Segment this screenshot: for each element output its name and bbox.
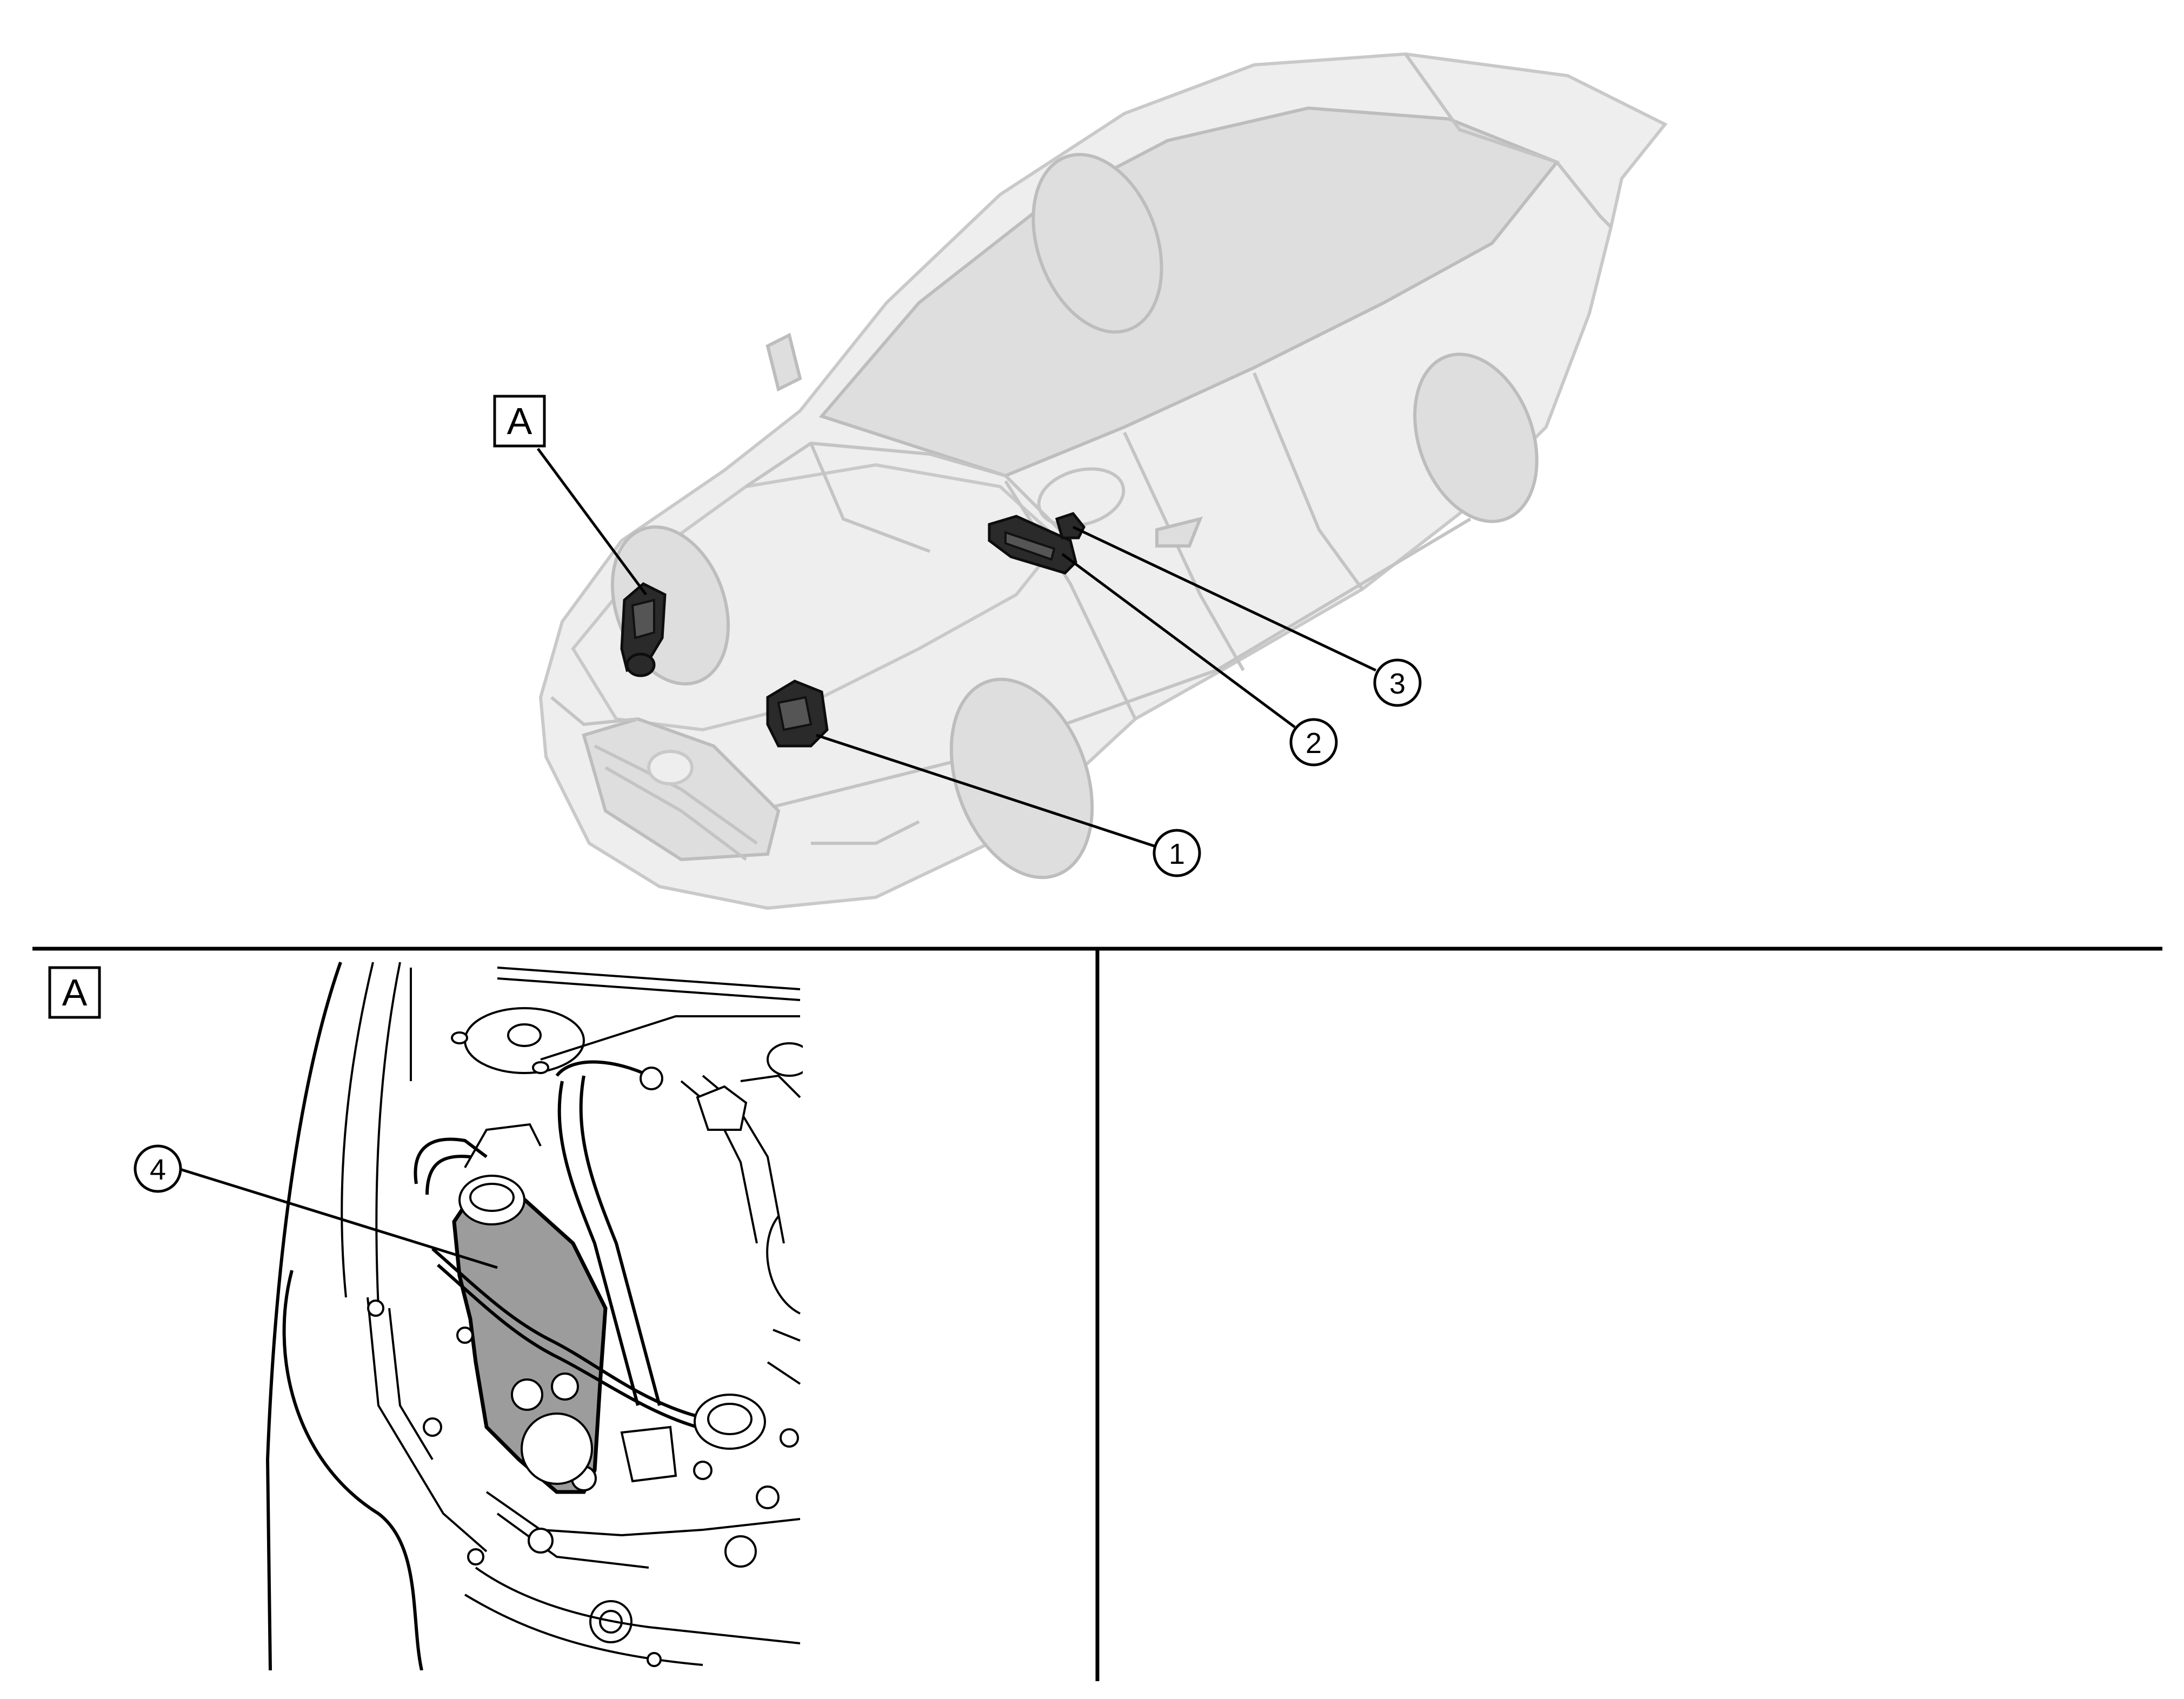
top-view-label: A <box>493 395 546 448</box>
wheel-front-right <box>949 677 1094 880</box>
engine-bay-detail <box>265 962 803 1670</box>
vehicle-phantom-view <box>538 52 1668 910</box>
component-parts <box>620 512 1086 748</box>
top-view-label-text: A <box>507 400 532 442</box>
callout-1: 1 <box>1153 829 1201 877</box>
callout-2: 2 <box>1289 718 1338 767</box>
wheel-rear-left <box>1031 152 1163 334</box>
callout-4-number: 4 <box>150 1154 166 1186</box>
detail-view-label: A <box>48 966 101 1019</box>
callout-4: 4 <box>134 1144 182 1193</box>
callout-3-number: 3 <box>1389 668 1406 700</box>
wheel-rear-right <box>1413 352 1539 523</box>
part-group-a <box>620 582 667 677</box>
part-3 <box>1055 512 1086 539</box>
callout-3: 3 <box>1373 658 1422 707</box>
detail-view-label-text: A <box>62 971 88 1014</box>
callout-2-number: 2 <box>1306 727 1322 759</box>
callout-1-number: 1 <box>1169 838 1185 870</box>
part-1 <box>766 679 829 748</box>
part-2 <box>988 515 1077 575</box>
detail-leader-line <box>178 1167 498 1269</box>
top-leader-lines <box>536 448 1377 848</box>
